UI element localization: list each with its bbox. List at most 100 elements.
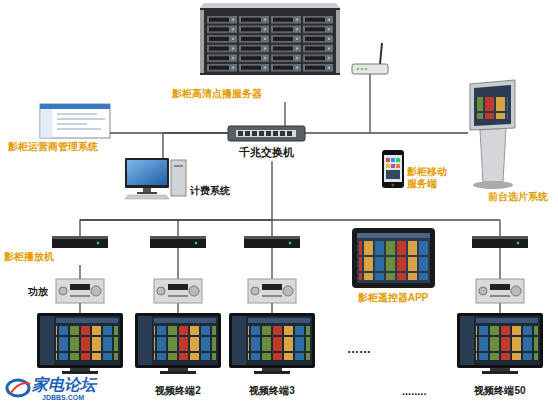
- tv-set: [37, 313, 123, 368]
- amplifier: [56, 279, 104, 303]
- amplifier: [248, 279, 296, 303]
- tv-set: [229, 313, 315, 374]
- watermark-logo: [7, 380, 30, 396]
- amplifier: [59, 287, 67, 295]
- node-label: 计费系统: [190, 185, 230, 197]
- tv-set: [460, 316, 540, 365]
- tv-set: [168, 368, 188, 371]
- software-window: [40, 104, 110, 109]
- tv-set: [56, 318, 118, 323]
- node-label: 千兆交换机: [239, 146, 294, 159]
- server-rack: [336, 10, 340, 73]
- watermark-logo: [7, 380, 29, 396]
- tv-set: [138, 316, 152, 365]
- media-player: [195, 242, 197, 244]
- watermark-text: 家电论坛: [32, 375, 96, 394]
- watermark-logo: [10, 383, 30, 394]
- smartphone: [396, 164, 400, 168]
- kiosk-terminal: [477, 95, 508, 119]
- amplifier: [157, 287, 165, 295]
- amplifier: [262, 295, 282, 297]
- amplifier: [56, 279, 104, 303]
- network-wire: [177, 220, 178, 236]
- switch-icon: [266, 131, 271, 136]
- switch-icon: [273, 131, 278, 136]
- tv-set: [154, 318, 216, 323]
- software-window: [57, 118, 105, 120]
- tablet: [352, 228, 435, 288]
- tv-set: [62, 371, 98, 374]
- server-node: 影柜高清点播服务器: [170, 3, 340, 102]
- router-icon: [352, 43, 388, 74]
- smartphone: [386, 158, 390, 162]
- tv-set: [254, 371, 290, 374]
- desktop-pc: [125, 158, 186, 199]
- server-rack: [206, 15, 334, 73]
- switch-icon: [252, 131, 257, 136]
- desktop-pc: [171, 160, 186, 196]
- tv-set: [476, 326, 538, 360]
- amplifier: [262, 284, 282, 290]
- media-player: [52, 236, 108, 248]
- tv-set: [40, 316, 54, 365]
- desktop-pc: [137, 192, 157, 194]
- tv-set: [476, 318, 538, 323]
- billing-node: 计费系统: [125, 158, 232, 199]
- media-player: [472, 236, 528, 248]
- media-player: [517, 242, 519, 244]
- switch-icon: [238, 131, 243, 136]
- network-wire: [499, 220, 500, 236]
- tv-set: [70, 368, 90, 371]
- network-link: [305, 132, 468, 133]
- desktop-pc: [125, 158, 169, 188]
- switch-icon: [245, 131, 250, 136]
- tv-set: [135, 313, 221, 368]
- media-player: [52, 236, 108, 248]
- ellipsis-mark: ……: [347, 342, 371, 356]
- router-icon: [361, 68, 363, 70]
- kiosk-terminal: [480, 128, 506, 182]
- switch-icon: [228, 126, 305, 141]
- tv-set: [229, 313, 315, 368]
- tv-set: [460, 316, 474, 365]
- media-player: [244, 236, 300, 248]
- network-wire: [177, 248, 178, 279]
- switch-icon: [259, 131, 264, 136]
- smartphone: [392, 184, 395, 187]
- tablet: [357, 233, 430, 283]
- tv-set: [40, 316, 120, 365]
- server-rack: [200, 8, 340, 75]
- mobile-node: 影柜移动服务端: [382, 150, 455, 192]
- network-wire: [499, 248, 500, 279]
- software-window: [57, 128, 101, 130]
- network-link: [284, 102, 285, 126]
- amplifier: [91, 286, 101, 296]
- amplifier: [490, 284, 510, 290]
- tv-set: [262, 368, 282, 371]
- smartphone: [386, 164, 390, 168]
- amplifier: [283, 286, 293, 296]
- amplifier: [490, 295, 510, 297]
- amplifier: [476, 279, 524, 303]
- media-player: [244, 236, 300, 239]
- switch-icon: [280, 131, 285, 136]
- tv-set: [135, 313, 221, 374]
- amplifier: [168, 295, 188, 297]
- software-window: [41, 109, 53, 138]
- tv-set: [56, 326, 118, 360]
- router-icon: [352, 64, 388, 74]
- kiosk-node: 前台选片系统: [468, 80, 550, 205]
- node-label: 功放: [28, 286, 48, 298]
- software-window: [40, 104, 110, 138]
- watermark-url: JDBBS.COM: [42, 394, 84, 402]
- amplifier: [168, 284, 188, 290]
- node-label: 视频终端2: [155, 385, 201, 397]
- smartphone: [384, 155, 402, 182]
- desktop-pc: [127, 160, 167, 185]
- desktop-pc: [174, 165, 183, 167]
- network-wire: [79, 303, 80, 313]
- amplifier: [248, 279, 296, 303]
- tablet-node: 影柜遥控器APP: [352, 228, 435, 306]
- smartphone: [386, 170, 400, 179]
- amplifier: [251, 287, 259, 295]
